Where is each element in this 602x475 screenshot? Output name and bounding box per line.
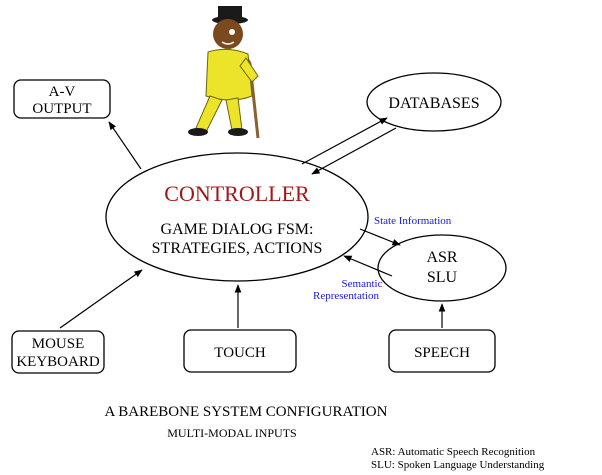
arrow-asr-slu-to-controller xyxy=(343,255,393,277)
av-output-node: A-V OUTPUT xyxy=(13,79,111,119)
speech-label: SPEECH xyxy=(414,345,470,361)
connector-arrows xyxy=(59,117,446,329)
state-information-label: State Information xyxy=(374,215,452,227)
legend-asr: ASR: Automatic Speech Recognition xyxy=(371,446,536,458)
mouse-keyboard-node: MOUSE KEYBOARD xyxy=(11,330,105,374)
mouse-label: MOUSE xyxy=(32,336,85,352)
keyboard-label: KEYBOARD xyxy=(16,354,100,370)
mascot-icon xyxy=(188,6,260,139)
controller-title: CONTROLLER xyxy=(164,181,310,206)
av-output-label-line2: OUTPUT xyxy=(32,101,91,117)
diagram-subtitle: MULTI-MODAL INPUTS xyxy=(167,426,296,440)
mouth xyxy=(221,41,235,45)
databases-node: DATABASES xyxy=(366,72,502,132)
asr-label: ASR xyxy=(426,249,457,266)
head xyxy=(213,19,243,49)
leg-right xyxy=(225,97,243,131)
slu-label: SLU xyxy=(427,269,458,286)
arrow-controller-to-databases xyxy=(301,117,388,165)
controller-line1: GAME DIALOG FSM: xyxy=(161,221,314,238)
legend-slu: SLU: Spoken Language Understanding xyxy=(371,459,545,471)
shoe-left xyxy=(188,128,208,136)
arrow-controller-to-av-output xyxy=(108,121,142,170)
speech-node: SPEECH xyxy=(388,329,496,373)
touch-label: TOUCH xyxy=(214,345,266,361)
arrow-controller-to-asr-slu xyxy=(359,228,401,246)
jacket xyxy=(205,48,253,101)
eye xyxy=(229,29,235,35)
leg-left xyxy=(195,95,223,133)
arrow-mouse-keyboard-to-controller xyxy=(59,269,143,329)
semantic-label: Semantic xyxy=(342,278,383,290)
asr-slu-node: ASR SLU xyxy=(377,234,507,302)
shoe-right xyxy=(228,128,248,136)
arm xyxy=(239,57,259,83)
representation-label: Representation xyxy=(313,290,379,302)
controller-node: CONTROLLER GAME DIALOG FSM: STRATEGIES, … xyxy=(105,152,369,282)
arrow-databases-to-controller xyxy=(311,127,397,175)
databases-label: DATABASES xyxy=(388,95,479,112)
controller-line2: STRATEGIES, ACTIONS xyxy=(152,240,323,257)
diagram-title: A BAREBONE SYSTEM CONFIGURATION xyxy=(105,404,388,420)
av-output-label-line1: A-V xyxy=(49,84,76,100)
touch-node: TOUCH xyxy=(183,329,297,373)
